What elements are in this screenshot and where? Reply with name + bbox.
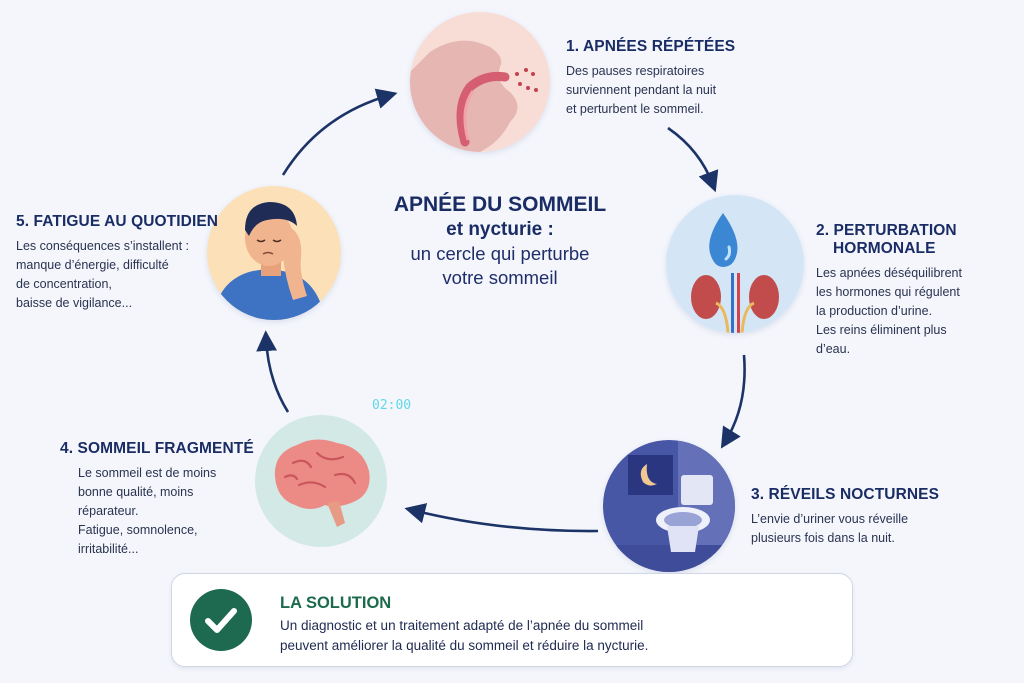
svg-text:Z: Z bbox=[552, 313, 562, 330]
step-3-description: L’envie d’uriner vous réveille plusieurs… bbox=[751, 512, 909, 545]
step-2-text: 2. PERTURBATION HORMONALE Les apnées dés… bbox=[816, 222, 962, 359]
solution-text: Un diagnostic et un traitement adapté de… bbox=[280, 618, 649, 653]
step-1-text: 1. APNÉES RÉPÉTÉES Des pauses respiratoi… bbox=[566, 38, 735, 119]
arrow-1-to-2 bbox=[667, 126, 719, 193]
step-3-title: 3. RÉVEILS NOCTURNES bbox=[751, 486, 940, 503]
arrow-2-to-3 bbox=[720, 354, 746, 449]
title-line-1: APNÉE DU SOMMEIL bbox=[393, 193, 607, 216]
kidneys-water-drop-icon bbox=[666, 195, 804, 333]
tired-man-icon bbox=[207, 186, 341, 320]
solution-box: LA SOLUTION Un diagnostic et un traiteme… bbox=[171, 573, 853, 667]
step-2-description: Les apnées déséquilibrent les hormones q… bbox=[816, 266, 962, 356]
arrow-3-to-4 bbox=[404, 503, 599, 533]
step-1-description: Des pauses respiratoires surviennent pen… bbox=[566, 64, 717, 116]
svg-text:Z: Z bbox=[534, 348, 540, 359]
alarm-clock-time: 02:00 bbox=[372, 398, 412, 413]
title-line-3: un cercle qui perturbe bbox=[410, 243, 590, 264]
step-5-description: Les conséquences s’installent : manque d… bbox=[16, 239, 190, 310]
step-4-text: 4. SOMMEIL FRAGMENTÉ Le sommeil est de m… bbox=[60, 440, 254, 559]
airway-obstruction-icon bbox=[410, 12, 550, 152]
step-2-title: 2. PERTURBATION HORMONALE bbox=[816, 222, 957, 257]
title-line-4: votre sommeil bbox=[442, 267, 558, 288]
sleeping-man-illustration: Z Z Z 02:00 bbox=[340, 298, 670, 483]
solution-title: LA SOLUTION bbox=[280, 594, 392, 612]
check-icon bbox=[190, 589, 252, 651]
step-4-title: 4. SOMMEIL FRAGMENTÉ bbox=[60, 440, 254, 457]
svg-text:Z: Z bbox=[542, 330, 550, 345]
step-5-text: 5. FATIGUE AU QUOTIDIEN Les conséquences… bbox=[16, 213, 218, 313]
step-1-title: 1. APNÉES RÉPÉTÉES bbox=[566, 38, 736, 55]
title-line-2: et nycturie : bbox=[446, 219, 554, 240]
main-title: APNÉE DU SOMMEIL et nycturie : un cercle… bbox=[370, 193, 630, 289]
step-5-title: 5. FATIGUE AU QUOTIDIEN bbox=[16, 213, 219, 230]
arrow-4-to-5 bbox=[256, 330, 290, 413]
step-4-description: Le sommeil est de moins bonne qualité, m… bbox=[78, 466, 217, 556]
arrow-5-to-1 bbox=[281, 88, 398, 176]
step-3-text: 3. RÉVEILS NOCTURNES L’envie d’uriner vo… bbox=[751, 486, 939, 548]
